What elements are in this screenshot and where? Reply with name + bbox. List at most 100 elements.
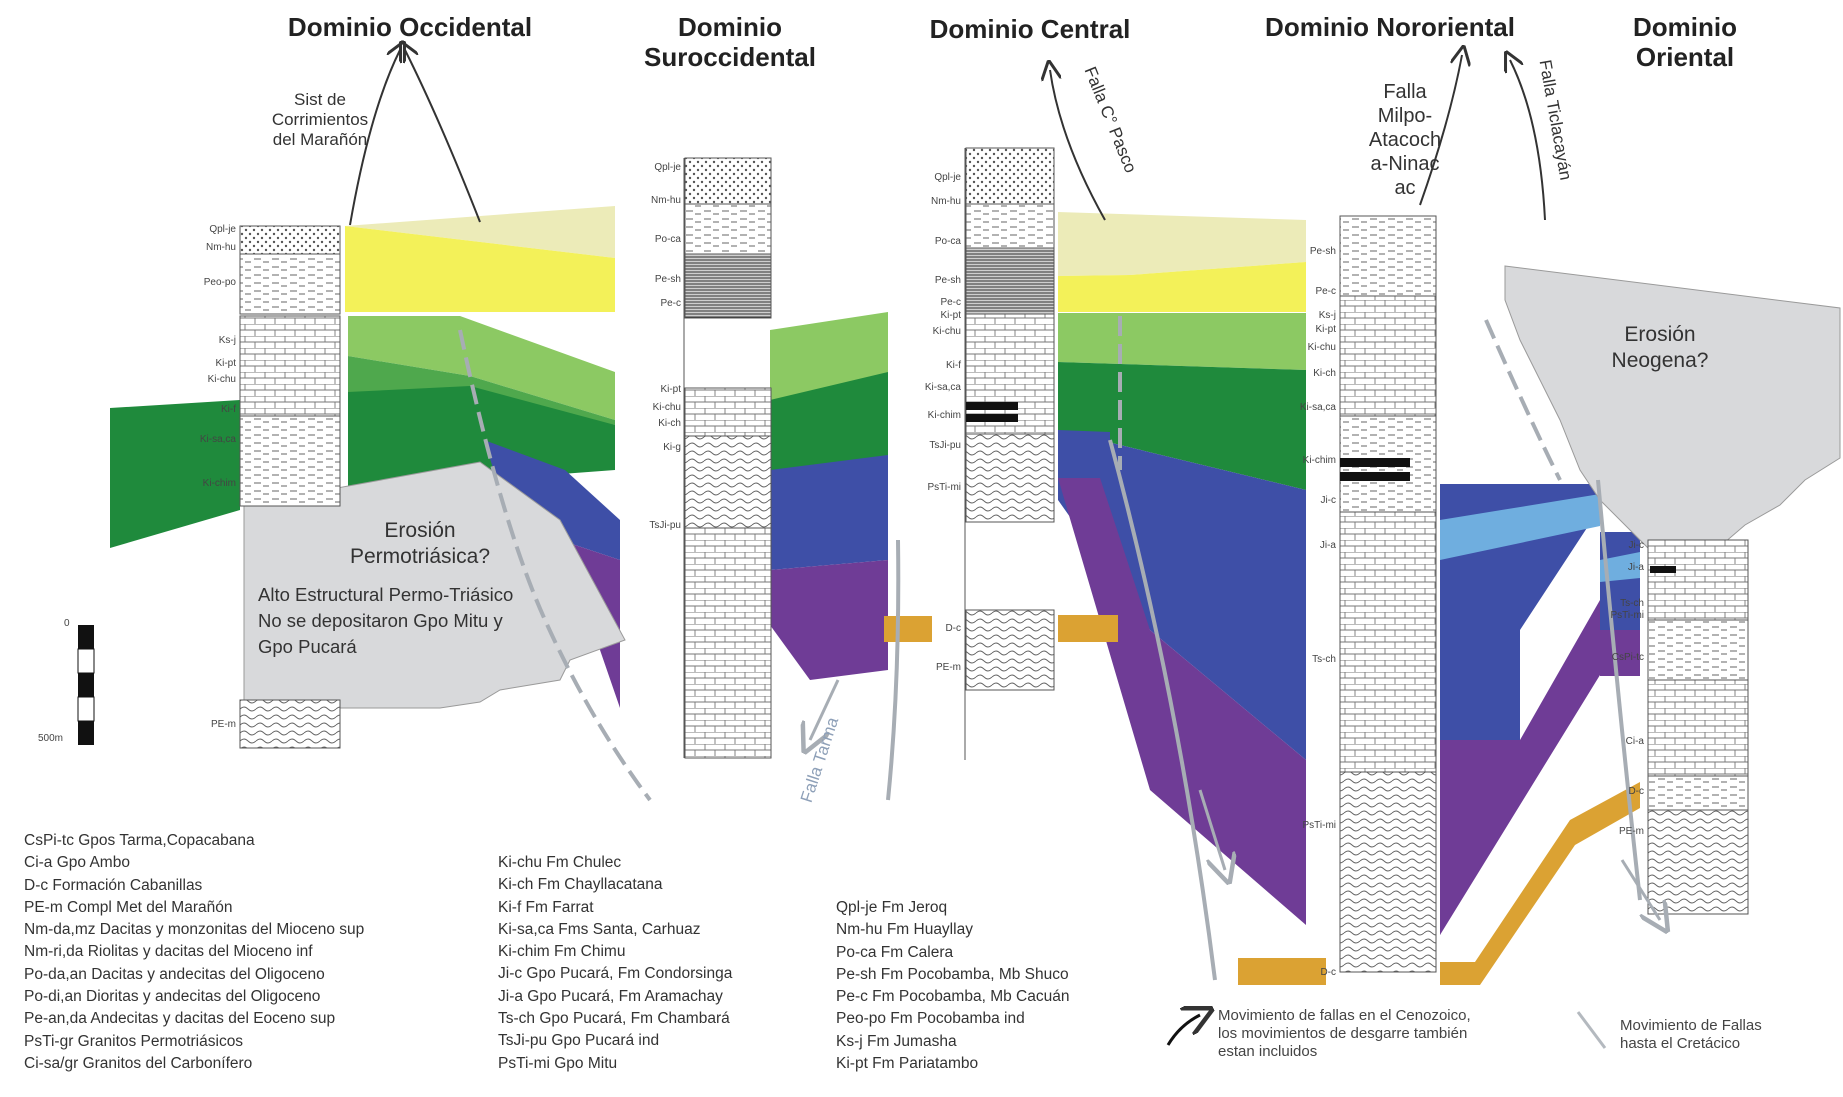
column-label-suroccidental: Pe-c — [660, 298, 681, 309]
cretaceous-fault-icon — [1576, 1011, 1607, 1049]
column-label-occidental: Ks-j — [219, 335, 236, 346]
blue-band-central-top — [1058, 430, 1110, 478]
column-label-nororiental: Ki-chim — [1303, 455, 1336, 466]
scale-label-zero: 0 — [64, 618, 70, 629]
legend-item: Ji-a Gpo Pucará, Fm Aramachay — [498, 987, 723, 1005]
column-label-oriental: Ji-a — [1628, 562, 1645, 573]
maranon-arrow-right — [405, 50, 481, 223]
purple-band-central — [1058, 478, 1306, 925]
column-label-central: Pe-c — [940, 297, 961, 308]
fault-ori-main — [1596, 479, 1642, 901]
legend-item: Ki-f Fm Farrat — [498, 898, 594, 916]
column-label-central: D-c — [945, 623, 961, 634]
legend-item: Ci-sa/gr Granitos del Carbonífero — [24, 1054, 253, 1072]
maranon-arrow-left — [349, 50, 400, 226]
purple-band-occ — [560, 540, 620, 708]
column-label-nororiental: D-c — [1320, 967, 1336, 978]
legend-item: Po-ca Fm Calera — [836, 943, 954, 961]
milpo-arrow — [1419, 55, 1462, 206]
title-dominio-oriental: Dominio Oriental — [1633, 12, 1737, 72]
fault-noro-dash — [1484, 319, 1562, 481]
title-dominio-nororiental: Dominio Nororiental — [1265, 12, 1515, 42]
scale-label-max: 500m — [38, 733, 64, 744]
column-label-central: Nm-hu — [931, 196, 961, 207]
column-label-nororiental: Pe-sh — [1310, 246, 1336, 257]
column-label-central: Ki-pt — [940, 310, 961, 321]
cenozoic-arrow-icon — [1166, 1015, 1200, 1046]
fault-main-occ — [458, 329, 652, 802]
title-dominio-occidental: Dominio Occidental — [287, 12, 533, 42]
column-label-occidental: PE-m — [211, 719, 236, 730]
dark-green-left-band — [110, 400, 240, 548]
column-label-suroccidental: Ki-chu — [653, 402, 681, 413]
column-label-oriental: PE-m — [1619, 826, 1644, 837]
column-label-oriental: Ji-c — [1628, 540, 1644, 551]
light-blue-band-ori — [1600, 552, 1640, 582]
column-label-central: Pe-sh — [935, 275, 961, 286]
column-label-suroccidental: Ki-pt — [660, 384, 681, 395]
legend-item: Ji-c Gpo Pucará, Fm Condorsinga — [498, 965, 733, 983]
legend-item: PsTi-gr Granitos Permotriásicos — [24, 1032, 244, 1050]
purple-band-noro — [1440, 600, 1600, 935]
column-label-nororiental: Ki-ch — [1313, 368, 1336, 379]
legend-item: Pe-sh Fm Pocobamba, Mb Shuco — [836, 965, 1069, 983]
fault-tarma-arrow — [810, 679, 840, 740]
column-label-central: PsTi-mi — [927, 482, 961, 493]
column-label-suroccidental: Ki-g — [663, 442, 681, 453]
legend-item: Ts-ch Gpo Pucará, Fm Chambará — [498, 1010, 730, 1028]
light-blue-band-noro — [1440, 494, 1600, 560]
column-label-nororiental: Ji-a — [1320, 540, 1337, 551]
column-label-occidental: Nm-hu — [206, 242, 236, 253]
blue-band-occ — [484, 440, 620, 560]
legend-item: PsTi-mi Gpo Mitu — [498, 1054, 618, 1072]
yellow-band-occ — [345, 226, 615, 312]
note-movimiento-cretacico: Movimiento de Fallas hasta el Cretácico — [1620, 1017, 1762, 1052]
column-label-central: PE-m — [936, 662, 961, 673]
fault-suroc-right — [886, 539, 901, 801]
yellow-band-central — [1058, 262, 1306, 312]
column-label-oriental: D-c — [1628, 786, 1644, 797]
ticlacayan-arrow — [1510, 60, 1546, 221]
suroc-darkgreen-right — [770, 372, 888, 470]
column-label-nororiental: Ki-chu — [1308, 342, 1336, 353]
legend-item: Po-da,an Dacitas y andecitas del Oligoce… — [24, 965, 325, 983]
column-label-oriental: Ts-ch — [1620, 598, 1644, 609]
column-label-occidental: Ki-pt — [215, 358, 236, 369]
legend-item: Pe-an,da Andecitas y dacitas del Eoceno … — [24, 1010, 336, 1028]
column-label-occidental: Ki-chim — [203, 478, 236, 489]
legend-item: Qpl-je Fm Jeroq — [836, 899, 948, 916]
column-label-nororiental: Ks-j — [1319, 310, 1336, 321]
legend-item: CsPi-tc Gpos Tarma,Copacabana — [24, 832, 255, 849]
ochre-band-central-left — [884, 616, 932, 642]
blue-band-central — [1058, 430, 1306, 760]
legend-item: Nm-hu Fm Huayllay — [836, 921, 973, 939]
legend-item: Ki-chim Fm Chimu — [498, 943, 626, 961]
column-label-central: TsJi-pu — [929, 440, 961, 451]
column-central — [965, 147, 1055, 691]
column-label-suroccidental: TsJi-pu — [649, 520, 681, 531]
column-label-nororiental: Ji-c — [1320, 495, 1336, 506]
column-label-suroccidental: Po-ca — [655, 234, 682, 245]
column-label-suroccidental: Ki-ch — [658, 418, 681, 429]
column-label-nororiental: PsTi-mi — [1302, 820, 1336, 831]
text-erosion-permotriasica: Erosión Permotriásica? — [349, 519, 491, 568]
legend-item: Ki-ch Fm Chayllacatana — [498, 876, 663, 894]
column-nororiental — [1339, 215, 1437, 973]
column-label-occidental: Ki-sa,ca — [200, 434, 237, 445]
legend-item: Ci-a Gpo Ambo — [24, 854, 130, 872]
legend-item: Pe-c Fm Pocobamba, Mb Cacuán — [836, 988, 1070, 1006]
column-label-suroccidental: Nm-hu — [651, 195, 681, 206]
column-label-central: Ki-sa,ca — [925, 382, 962, 393]
title-dominio-suroccidental: Dominio Suroccidental — [644, 12, 816, 72]
label-sist-corrimientos-maranon: Sist de Corrimientos del Marañón — [271, 90, 369, 149]
column-label-central: Ki-chim — [928, 410, 961, 421]
suroc-purple-right — [770, 560, 888, 680]
pasco-arrow — [1050, 70, 1106, 221]
ochre-band-noro — [1238, 958, 1326, 985]
column-label-nororiental: Ki-sa,ca — [1300, 402, 1337, 413]
column-label-occidental: Ki-f — [221, 404, 236, 415]
